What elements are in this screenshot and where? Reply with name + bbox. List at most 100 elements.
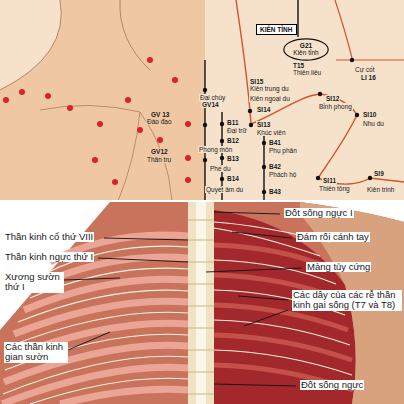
acupoint-label: SI13 bbox=[256, 121, 271, 128]
leader-line bbox=[206, 268, 302, 272]
acupoint-dot bbox=[368, 176, 372, 180]
node-text: Kiên tỉnh bbox=[293, 49, 319, 56]
acupoint-label: SI15 bbox=[249, 78, 264, 85]
vertebra-line bbox=[188, 394, 214, 395]
leader-line bbox=[64, 278, 120, 280]
acupoint-dot bbox=[318, 92, 322, 96]
acupoint-label: B42 bbox=[268, 163, 282, 170]
acupoint-label: T15 bbox=[292, 62, 305, 69]
acupoint-dot bbox=[220, 177, 224, 181]
anatomy-label: Màng tủy cứng bbox=[306, 262, 371, 272]
rib bbox=[2, 367, 188, 404]
acupoint-label: SI11 bbox=[322, 177, 337, 184]
acupoint-label: Cự cốt bbox=[354, 66, 376, 73]
acupoint-dot bbox=[112, 179, 118, 185]
rib bbox=[60, 389, 188, 404]
leader-line bbox=[232, 232, 292, 238]
acupoint-dot bbox=[220, 156, 224, 160]
leader-line bbox=[214, 384, 296, 386]
acupoint-dot bbox=[19, 89, 25, 95]
acupoint-label: SI10 bbox=[362, 111, 377, 118]
nerve bbox=[18, 290, 188, 322]
acupoint-dot bbox=[203, 88, 207, 92]
vertebra-line bbox=[188, 240, 214, 241]
acupoint-dot bbox=[249, 123, 253, 127]
oval-outline bbox=[284, 39, 328, 60]
leader-line bbox=[104, 238, 188, 240]
acupoint-dot bbox=[220, 122, 224, 126]
vertebra-line bbox=[188, 328, 214, 329]
acupoint-label: Kiên trinh bbox=[366, 186, 395, 193]
acupoint-label: GV 13 bbox=[150, 111, 170, 118]
acupoint-dot bbox=[262, 165, 266, 169]
meridian-line bbox=[297, 0, 298, 37]
acupoint-label: GV14 bbox=[201, 101, 220, 108]
acupoint-label: Phụ phân bbox=[268, 147, 298, 154]
anatomy-label: Thần kinh cổ thứ VIII bbox=[4, 232, 94, 242]
acupoint-dot bbox=[92, 157, 98, 163]
acupoint-dot bbox=[125, 97, 131, 103]
acupoint-dot bbox=[262, 190, 266, 194]
acupoint-dot bbox=[157, 137, 163, 143]
meridian-line bbox=[204, 60, 205, 201]
meridian-line bbox=[236, 0, 251, 124]
leader-line bbox=[214, 212, 280, 214]
acupoint-dot bbox=[137, 127, 143, 133]
scapula-outline bbox=[40, 105, 140, 201]
acupoint-label: Phách hộ bbox=[268, 171, 297, 178]
acupoint-label: Thân trụ bbox=[146, 156, 172, 163]
leader-line bbox=[98, 258, 188, 262]
acupoint-label: LI 16 bbox=[360, 74, 377, 81]
acupoint-dot bbox=[220, 139, 224, 143]
leader-line bbox=[244, 310, 288, 326]
point-oval: G21Kiên tỉnh bbox=[283, 38, 329, 61]
anatomy-label: Thần kinh ngực thứ I bbox=[4, 252, 94, 262]
acupoint-label: Bỉnh phong bbox=[318, 103, 353, 110]
point-title-box: KIÊN TỈNH bbox=[256, 24, 297, 35]
acupoint-label: Quyết âm du bbox=[205, 186, 244, 193]
leader-line bbox=[238, 296, 288, 300]
nerve bbox=[214, 350, 352, 375]
acupoint-label: Phế du bbox=[209, 165, 232, 172]
skin-ground bbox=[0, 0, 404, 201]
acupoint-label: Đại chùy bbox=[199, 94, 226, 101]
acupoint-dot bbox=[355, 113, 359, 117]
acupoint-dot bbox=[316, 176, 320, 180]
vertebra-line bbox=[188, 284, 214, 285]
acupoint-dot bbox=[185, 177, 191, 183]
anatomy-ground bbox=[0, 202, 404, 404]
acupoint-dot bbox=[203, 123, 207, 127]
shoulder-line bbox=[0, 0, 61, 90]
acupoint-label: SI9 bbox=[373, 170, 385, 177]
acupoint-dot bbox=[172, 77, 178, 83]
nerve bbox=[30, 378, 188, 404]
anatomy-label: Các dây của các rễ thần kinh gai sống (T… bbox=[292, 290, 402, 311]
back-body bbox=[0, 202, 404, 404]
acupoint-label: Thiên liêu bbox=[292, 69, 322, 76]
acupoint-label: Nhu du bbox=[362, 120, 385, 127]
meridian-line bbox=[336, 59, 404, 60]
acupoint-label: B12 bbox=[226, 137, 240, 144]
acupoint-label: B11 bbox=[226, 119, 240, 126]
acupoint-dot bbox=[185, 121, 191, 127]
back-body bbox=[0, 0, 205, 201]
leader-line bbox=[68, 332, 110, 350]
acupoint-dot bbox=[262, 141, 266, 145]
vertebra-line bbox=[188, 372, 214, 373]
node-heading: G21 bbox=[293, 42, 319, 49]
acupoint-label: Phong môn bbox=[198, 146, 233, 153]
scapula-outline bbox=[140, 112, 172, 201]
panel-divider bbox=[0, 200, 404, 202]
spine bbox=[188, 202, 214, 404]
anatomy-label: Các thần kinh gian sườn bbox=[4, 342, 68, 363]
vertebra-line bbox=[188, 306, 214, 307]
acupoint-label: B13 bbox=[226, 155, 240, 162]
acupoint-label: B43 bbox=[268, 188, 282, 195]
acupoint-label: SI14 bbox=[256, 106, 271, 113]
anatomy-label: Đốt sống ngực bbox=[300, 380, 364, 390]
acupoint-dot bbox=[350, 58, 354, 62]
anatomy-label: Đám rối cánh tay bbox=[296, 232, 370, 242]
acupoint-label: Kiên trung du bbox=[249, 85, 290, 92]
node-heading: KIÊN TỈNH bbox=[260, 26, 293, 33]
